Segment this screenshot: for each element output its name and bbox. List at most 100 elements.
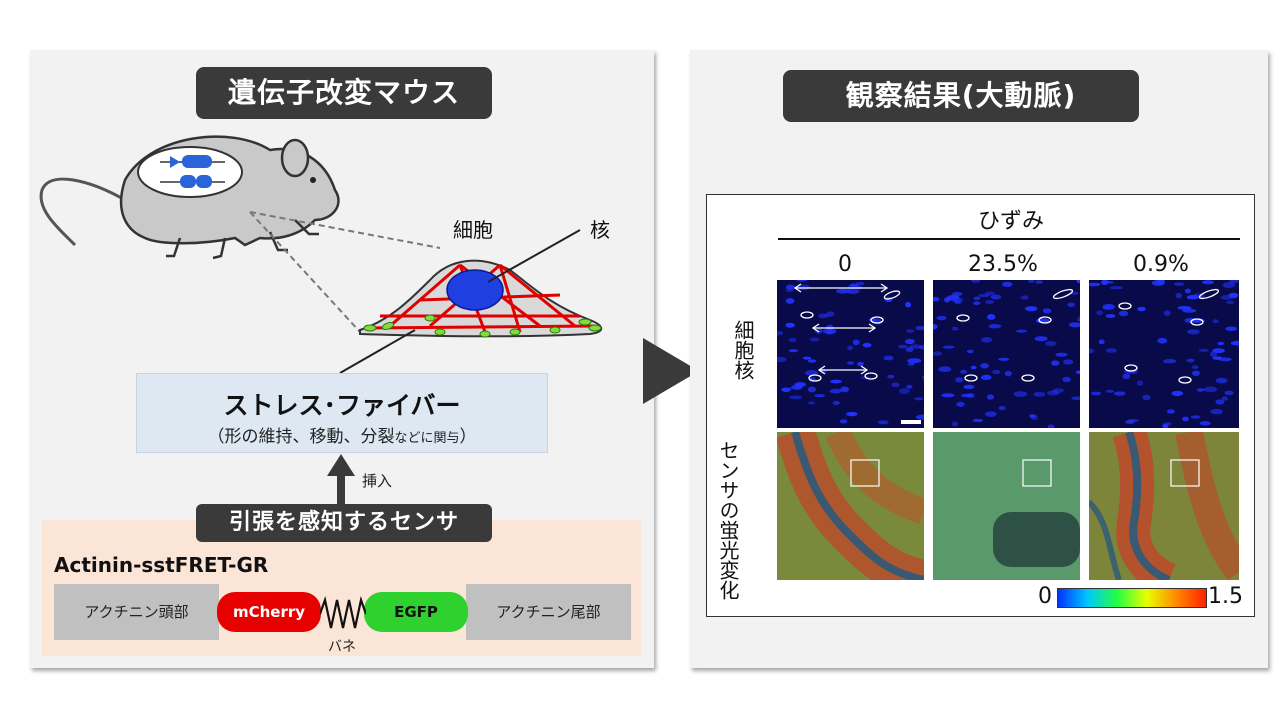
nucleus-dot: [868, 318, 878, 322]
nucleus-dot: [785, 288, 794, 293]
nucleus-dot: [933, 324, 938, 330]
nucleus-dot: [777, 331, 784, 336]
nucleus-dot: [1210, 408, 1223, 415]
nucleus-dot: [933, 296, 940, 302]
nucleus-dot: [1091, 391, 1101, 396]
nucleus-dot: [1190, 415, 1201, 419]
sensor-title: 引張を感知するセンサ: [196, 504, 492, 542]
nucleus-dot: [1184, 288, 1191, 294]
nucleus-dot: [1136, 380, 1144, 386]
nucleus-dot: [960, 369, 968, 374]
nucleus-dot: [832, 400, 840, 405]
nucleus-dot: [960, 393, 973, 398]
nucleus-dot: [807, 359, 817, 363]
nucleus-dot: [970, 280, 981, 283]
nucleus-dot: [1196, 388, 1205, 392]
nucleus-dot: [1163, 422, 1172, 426]
nucleus-dot: [1068, 322, 1080, 328]
cell-label: 細胞: [453, 218, 493, 242]
nucleus-dot: [1217, 341, 1225, 346]
stress-fiber-subtitle: （形の維持、移動、分裂などに関与）: [207, 427, 477, 447]
focal-adhesions: [363, 314, 602, 338]
construct-name: Actinin-sstFRET-GR: [54, 553, 269, 577]
nucleus-dot: [862, 342, 872, 348]
nucleus-dot: [1175, 292, 1182, 299]
nucleus-dot: [1098, 339, 1105, 345]
nucleus-dot: [1062, 376, 1071, 383]
nucleus-dot: [950, 297, 964, 303]
nucleus-dot: [840, 386, 850, 393]
nucleus-dot: [987, 314, 996, 320]
strain-value-1: 23.5%: [968, 252, 1038, 277]
insert-label: 挿入: [362, 472, 393, 490]
egfp-segment: EGFP: [364, 592, 468, 632]
nucleus-dot: [1047, 390, 1060, 396]
nucleus-dot: [951, 421, 959, 427]
nucleus-dot: [1230, 340, 1239, 346]
nucleus-dot: [829, 388, 842, 394]
nucleus-dot: [1215, 399, 1225, 405]
nucleus-dot: [909, 344, 923, 349]
nucleus-dot: [951, 326, 959, 331]
nucleus-dot: [1191, 365, 1199, 369]
nucleus-dot: [1025, 306, 1038, 312]
nucleus-dot: [998, 405, 1006, 411]
nucleus-dot: [1001, 281, 1013, 287]
nucleus-dot: [1192, 370, 1200, 376]
colorbar: [1057, 588, 1207, 608]
nucleus-dot: [1030, 414, 1039, 421]
nucleus-dot: [973, 301, 981, 305]
nucleus-dot: [1105, 348, 1117, 353]
nucleus-dot: [785, 298, 795, 304]
nuclei-image-strain-2: [1089, 280, 1239, 428]
nucleus-dot: [998, 357, 1010, 361]
nucleus-dot: [1109, 286, 1123, 290]
left-panel-title: 遺伝子改変マウス: [196, 67, 492, 119]
nucleus-dot: [904, 338, 915, 345]
nucleus-dot: [822, 328, 837, 334]
nucleus-dot: [942, 345, 955, 349]
nucleus-dot: [941, 393, 955, 398]
nucleus-dot: [1034, 336, 1048, 342]
nucleus-dot: [963, 384, 975, 389]
nucleus-dot: [1118, 310, 1129, 317]
nucleus-dot: [980, 337, 993, 343]
nucleus-dot: [1226, 300, 1235, 305]
nucleus-dot: [1105, 314, 1116, 318]
nucleus-dot: [906, 329, 915, 333]
stress-fiber-box: ストレス･ファイバー （形の維持、移動、分裂などに関与）: [136, 373, 548, 453]
nucleus-dot: [802, 356, 812, 360]
nucleus-dot: [955, 377, 964, 383]
flow-arrow-icon: [643, 338, 699, 404]
nucleus-dot: [1122, 373, 1131, 380]
nucleus-dot: [1210, 351, 1217, 357]
nucleus-dot: [1228, 292, 1239, 299]
mouse-tail: [39, 177, 126, 247]
mouse-ear: [280, 138, 310, 178]
strain-value-0: 0: [838, 252, 852, 277]
nucleus-dot: [1212, 319, 1219, 324]
row-label-nuclei: 細胞核: [731, 320, 755, 380]
nucleus-dot: [1035, 280, 1044, 284]
sensor-image-strain-2: [1089, 432, 1239, 580]
nucleus-dot: [891, 382, 900, 388]
nucleus-dot: [1089, 282, 1101, 287]
nucleus-dot: [978, 293, 990, 298]
nucleus-dot: [1171, 390, 1184, 397]
actinin-tail-segment: アクチニン尾部: [466, 584, 631, 640]
row-label-sensor: センサの蛍光変化: [716, 440, 740, 600]
nucleus-dot: [1051, 360, 1060, 366]
nucleus-dot: [990, 294, 1002, 300]
nucleus-dot: [951, 292, 963, 296]
nucleus-dot: [1182, 416, 1189, 422]
nucleus-dot: [1055, 352, 1068, 357]
nucleus-dot: [887, 374, 895, 379]
nucleus-dot: [1102, 303, 1115, 310]
nucleus-dot: [788, 337, 797, 342]
nucleus-dot: [1225, 326, 1238, 332]
nucleus-dot: [877, 420, 889, 425]
nucleus-dot: [914, 397, 924, 401]
nucleus-dot: [1114, 391, 1126, 396]
nucleus-dot: [992, 369, 1001, 375]
nucleus-dot: [986, 394, 995, 400]
